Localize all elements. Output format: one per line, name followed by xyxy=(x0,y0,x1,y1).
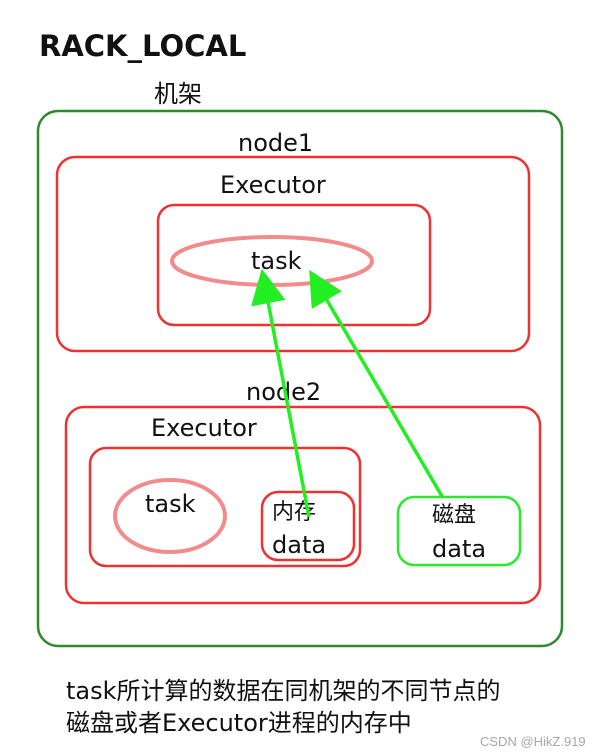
node2-disk-data-label: data xyxy=(432,535,486,563)
node1-executor-label: Executor xyxy=(220,171,326,199)
node1-label: node1 xyxy=(238,129,313,157)
node2-disk-box xyxy=(396,495,522,567)
node2-task-label: task xyxy=(145,490,196,518)
caption-line-2: 磁盘或者Executor进程的内存中 xyxy=(66,709,412,737)
node2-box xyxy=(64,405,542,605)
node2-executor-box xyxy=(88,446,362,568)
node2-memory-data-label: data xyxy=(272,531,326,559)
watermark-text: CSDN @HikZ.919 xyxy=(480,734,586,749)
node1-executor-box xyxy=(156,203,432,327)
disk-to-task-arrow xyxy=(309,269,445,499)
node2-task-ellipse xyxy=(113,478,227,554)
caption-line-1: task所计算的数据在同机架的不同节点的 xyxy=(66,677,501,705)
node1-task-label: task xyxy=(251,247,302,275)
node2-memory-box xyxy=(260,490,356,562)
node2-disk-label: 磁盘 xyxy=(432,503,476,528)
rack-box xyxy=(36,109,564,648)
node2-executor-label: Executor xyxy=(151,414,257,442)
memory-to-task-arrow xyxy=(251,268,311,518)
diagram-title: RACK_LOCAL xyxy=(39,29,246,63)
node1-box xyxy=(55,155,531,353)
rack-label: 机架 xyxy=(154,80,202,108)
